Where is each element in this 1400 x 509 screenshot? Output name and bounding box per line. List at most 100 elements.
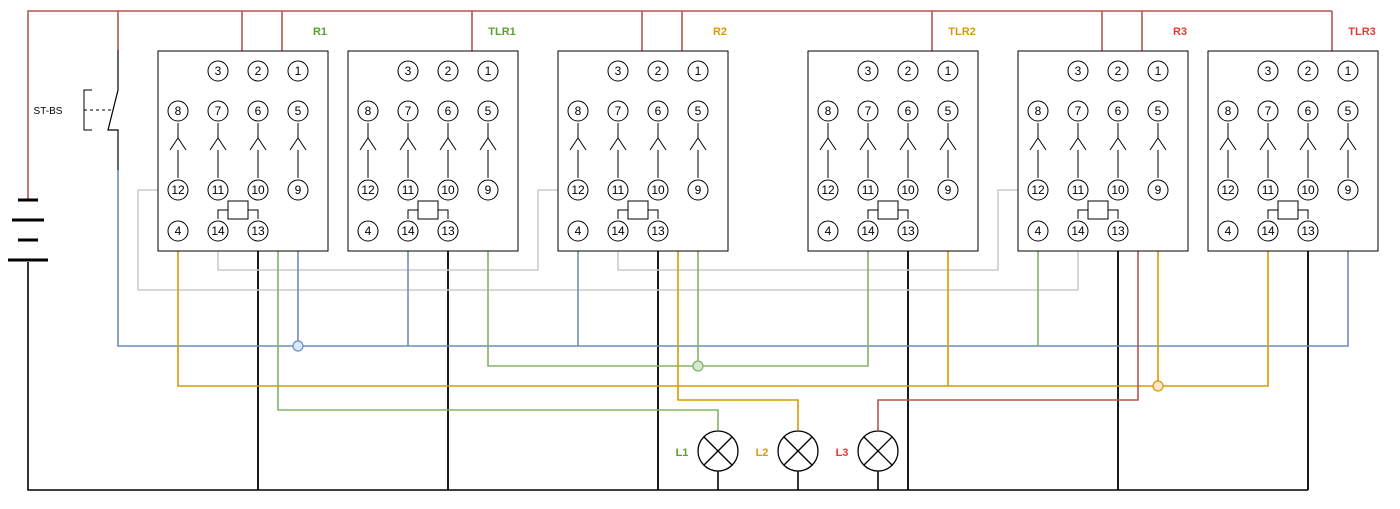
pin-circle xyxy=(607,179,629,201)
pin-circle xyxy=(397,100,419,122)
relay-box xyxy=(1207,50,1379,252)
lamp-label: L1 xyxy=(676,447,689,459)
pin-number: 10 xyxy=(1301,183,1315,197)
pin-number: 4 xyxy=(575,224,582,238)
pin-circle xyxy=(1027,220,1049,242)
pin-circle xyxy=(817,100,839,122)
coil-symbol xyxy=(1087,200,1109,220)
pin-number: 12 xyxy=(1031,183,1045,197)
pin-number: 4 xyxy=(1225,224,1232,238)
pin-number: 3 xyxy=(865,64,872,78)
coil-symbol xyxy=(227,200,249,220)
pin-circle xyxy=(1257,60,1279,82)
power-layer: ST-BS xyxy=(8,50,119,262)
pin-number: 4 xyxy=(175,224,182,238)
relay-label: R2 xyxy=(713,26,727,38)
pin-circle xyxy=(567,179,589,201)
pin-number: 5 xyxy=(485,104,492,118)
pin-number: 11 xyxy=(402,183,415,197)
relay-label: TLR2 xyxy=(948,26,976,38)
pin-number: 3 xyxy=(1075,64,1082,78)
pin-circle xyxy=(937,100,959,122)
pin-circle xyxy=(247,220,269,242)
lamp-cross xyxy=(703,436,733,466)
pin-number: 1 xyxy=(1155,64,1162,78)
pin-circle xyxy=(357,179,379,201)
lamp-label: L3 xyxy=(836,447,849,459)
pin-circle xyxy=(397,60,419,82)
pin-circle xyxy=(247,179,269,201)
pin-number: 14 xyxy=(401,224,415,238)
pin-number: 2 xyxy=(1115,64,1122,78)
pin-number: 14 xyxy=(1071,224,1085,238)
pin-circle xyxy=(897,60,919,82)
pin-circle xyxy=(567,100,589,122)
pin-number: 2 xyxy=(445,64,452,78)
pin-circle xyxy=(1067,179,1089,201)
pin-number: 10 xyxy=(441,183,455,197)
pin-number: 11 xyxy=(1262,183,1275,197)
pin-circle xyxy=(687,179,709,201)
pin-circle xyxy=(207,60,229,82)
relay-box xyxy=(157,50,329,252)
coil-symbol xyxy=(417,200,439,220)
pin-number: 2 xyxy=(905,64,912,78)
pin-circle xyxy=(167,220,189,242)
pin-number: 2 xyxy=(255,64,262,78)
pin-circle xyxy=(607,220,629,242)
pin-number: 6 xyxy=(655,104,662,118)
relay-box xyxy=(557,50,729,252)
pin-circle xyxy=(287,60,309,82)
pin-circle xyxy=(1257,179,1279,201)
coil-lead xyxy=(407,209,418,219)
interlock-wire xyxy=(217,189,578,271)
pin-circle xyxy=(1297,60,1319,82)
pin-number: 1 xyxy=(945,64,952,78)
pin-number: 1 xyxy=(485,64,492,78)
pin-circle xyxy=(477,100,499,122)
pin-circle xyxy=(1107,179,1129,201)
pin-circle xyxy=(1147,60,1169,82)
pin-circle xyxy=(1027,100,1049,122)
pin-circle xyxy=(437,100,459,122)
pin-circle xyxy=(897,179,919,201)
pin-number: 10 xyxy=(1111,183,1125,197)
pin-circle xyxy=(207,179,229,201)
coil-lead xyxy=(217,209,228,219)
pin-number: 12 xyxy=(571,183,585,197)
pin-circle xyxy=(287,100,309,122)
junction-dot xyxy=(692,360,704,372)
pin-circle xyxy=(1147,100,1169,122)
coil-lead xyxy=(248,209,259,219)
coil-lead xyxy=(617,209,628,219)
lamp-cross xyxy=(863,436,893,466)
pin-circle xyxy=(247,60,269,82)
lamp-l1: L1 xyxy=(676,430,739,490)
pin-number: 6 xyxy=(1115,104,1122,118)
pin-circle xyxy=(437,220,459,242)
pin-circle xyxy=(1217,100,1239,122)
return-bus xyxy=(27,262,1308,491)
pin-number: 13 xyxy=(1111,224,1125,238)
interlock-wire xyxy=(137,189,1079,291)
pin-circle xyxy=(857,220,879,242)
junction-dot xyxy=(1152,380,1164,392)
pin-number: 3 xyxy=(1265,64,1272,78)
pin-circle xyxy=(1257,220,1279,242)
coil-lead xyxy=(1298,209,1309,219)
pin-circle xyxy=(1107,220,1129,242)
pin-circle xyxy=(477,60,499,82)
pin-circle xyxy=(1067,100,1089,122)
relay-box xyxy=(1017,50,1189,252)
coil-symbol xyxy=(1277,200,1299,220)
pin-circle xyxy=(647,220,669,242)
lamp-l2: L2 xyxy=(756,430,819,490)
pin-number: 4 xyxy=(1035,224,1042,238)
pin-number: 1 xyxy=(1345,64,1352,78)
pin-circle xyxy=(247,100,269,122)
pin-circle xyxy=(1217,220,1239,242)
pin-number: 7 xyxy=(405,104,412,118)
relay-label: R3 xyxy=(1173,26,1187,38)
